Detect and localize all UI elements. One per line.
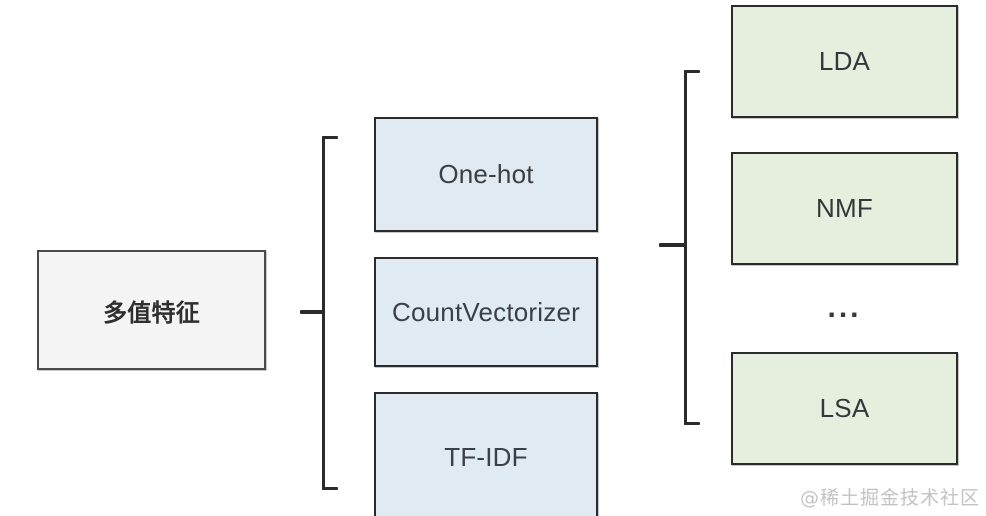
node-label: TF-IDF <box>444 441 528 472</box>
bracket-stem <box>659 243 685 247</box>
node-encoding-1[interactable]: CountVectorizer <box>374 257 598 367</box>
node-source-multivalue-feature[interactable]: 多值特征 <box>37 250 266 370</box>
node-label: NMF <box>816 193 873 223</box>
bracket-tick-bottom <box>684 422 700 425</box>
node-topic-0[interactable]: LDA <box>731 5 958 118</box>
node-encoding-0[interactable]: One-hot <box>374 117 598 232</box>
node-topic-1[interactable]: NMF <box>731 152 958 265</box>
node-topic-2[interactable]: LSA <box>731 352 958 465</box>
bracket-tick-bottom <box>322 487 338 490</box>
node-label: One-hot <box>438 159 534 189</box>
node-encoding-2[interactable]: TF-IDF <box>374 392 598 516</box>
bracket-stem <box>300 310 323 314</box>
watermark-label: @稀土掘金技术社区 <box>800 487 981 509</box>
bracket-spine <box>322 136 325 490</box>
node-label: CountVectorizer <box>392 296 580 327</box>
watermark: @稀土掘金技术社区 <box>800 483 980 510</box>
node-label: LDA <box>818 46 871 76</box>
bracket-tick-top <box>684 70 700 73</box>
ellipsis-more-indicator: ... <box>731 292 958 324</box>
ellipsis-label: ... <box>827 291 862 324</box>
node-label: LSA <box>819 393 870 423</box>
bracket-spine <box>684 70 687 425</box>
node-label: 多值特征 <box>103 299 200 327</box>
bracket-tick-top <box>322 136 338 139</box>
